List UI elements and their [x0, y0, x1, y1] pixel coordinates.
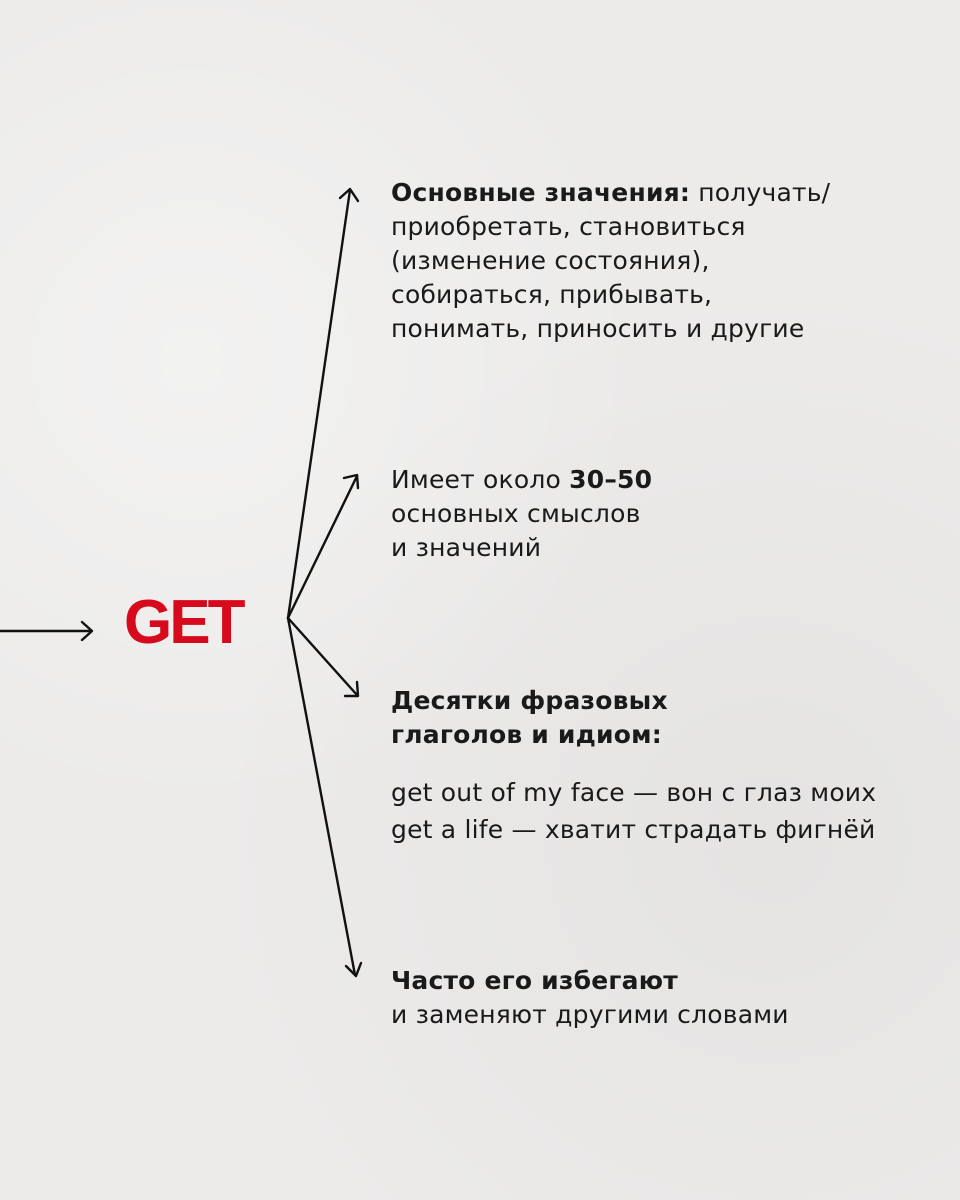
branch-phrasal-verbs: Десятки фразовых глаголов и идиом: get o…: [391, 684, 911, 848]
branch-2-line-1: основных смыслов: [391, 499, 641, 528]
branch-avoidance: Часто его избегают и заменяют другими сл…: [391, 964, 911, 1032]
incoming-arrow-icon: [0, 620, 94, 642]
branch-3-heading-1: Десятки фразовых: [391, 686, 668, 715]
idiom-item: get a life — хватит страдать фигнёй: [391, 815, 876, 844]
idiom-list: get out of my face — вон с глаз моих get…: [391, 774, 911, 848]
branch-2-number: 30–50: [569, 465, 653, 494]
branch-1-line-2: приобретать, становиться: [391, 212, 746, 241]
branch-3-heading-2: глаголов и идиом:: [391, 720, 662, 749]
branch-4-heading: Часто его избегают: [391, 966, 678, 995]
branch-main-meanings: Основные значения: получать/ приобретать…: [391, 176, 931, 346]
branch-1-line-5: понимать, приносить и другие: [391, 314, 805, 343]
branch-arrow-3-icon: [286, 616, 360, 698]
branch-4-line-1: и заменяют другими словами: [391, 1000, 789, 1029]
branch-arrow-2-icon: [286, 473, 360, 620]
branch-1-heading: Основные значения:: [391, 178, 691, 207]
branch-arrow-4-icon: [286, 616, 363, 978]
branch-1-line-4: собираться, прибывать,: [391, 280, 713, 309]
center-word-get: GET: [124, 588, 245, 657]
branch-meaning-count: Имеет около 30–50 основных смыслов и зна…: [391, 463, 731, 565]
branch-2-line-2: и значений: [391, 533, 542, 562]
branch-1-line-3: (изменение состояния),: [391, 246, 710, 275]
branch-1-line-1: получать/: [690, 178, 831, 207]
branch-arrow-1-icon: [286, 187, 360, 620]
branch-2-prefix: Имеет около: [391, 465, 570, 494]
idiom-item: get out of my face — вон с глаз моих: [391, 778, 877, 807]
